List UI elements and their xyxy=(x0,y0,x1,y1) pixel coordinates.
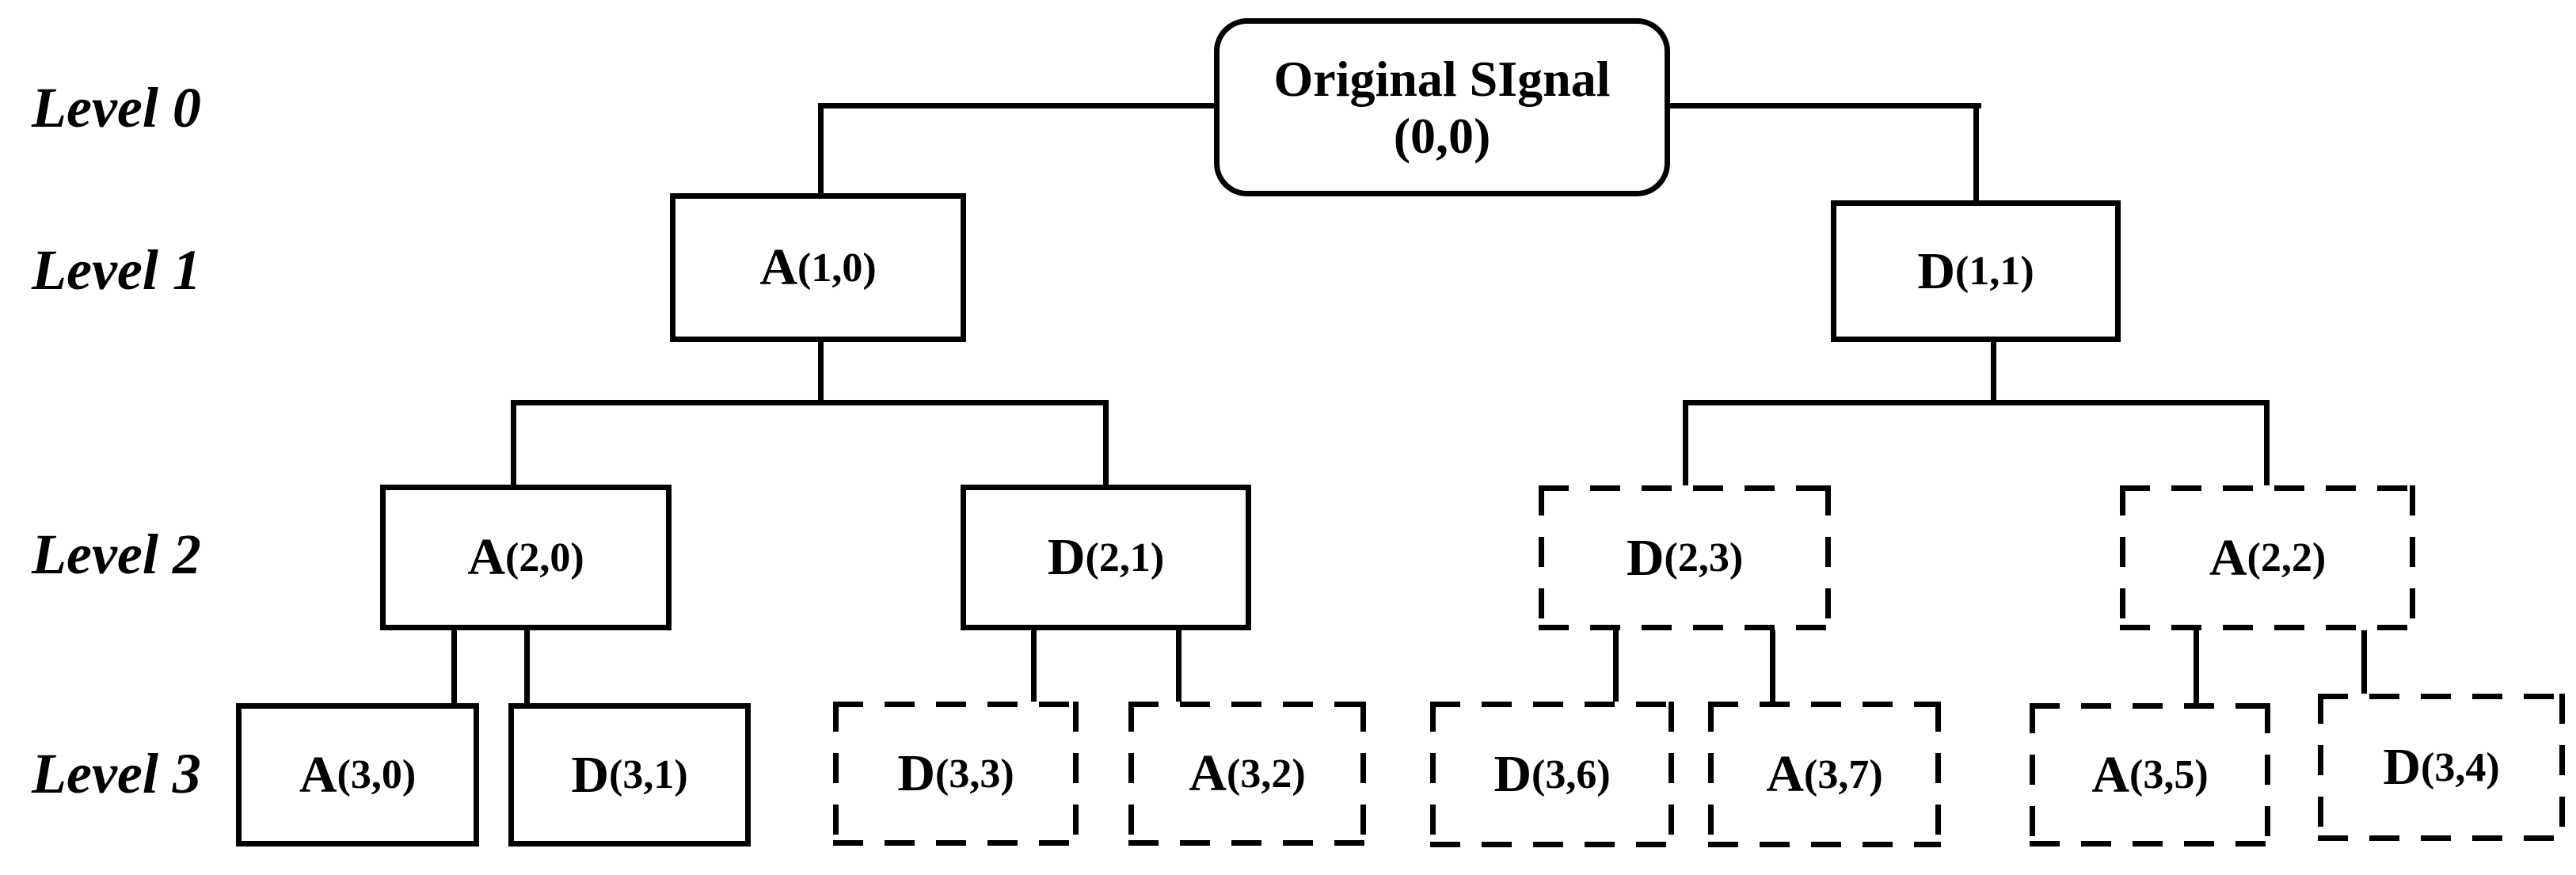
connector-root-to-a10 xyxy=(818,103,824,200)
connector-a20-to-a30 xyxy=(451,626,457,707)
connector-root-to-d11 xyxy=(1973,103,1979,202)
node-a-1-0: A(1,0) xyxy=(670,193,966,342)
node-d-3-3: D(3,3) xyxy=(833,702,1079,846)
connector-bus-to-a20 xyxy=(511,400,516,490)
node-d-3-6-letter: D xyxy=(1493,745,1532,803)
connector-d21-to-d33 xyxy=(1031,626,1037,706)
node-a-1-0-letter: A xyxy=(759,238,798,296)
node-a-3-7-suffix: (3,7) xyxy=(1804,751,1883,797)
level-2-label: Level 2 xyxy=(32,523,201,586)
node-original-signal-index: (0,0) xyxy=(1393,107,1491,164)
connector-d11-down xyxy=(1991,339,1996,405)
node-a-2-2: A(2,2) xyxy=(2120,485,2415,630)
node-a-1-0-suffix: (1,0) xyxy=(797,245,877,291)
node-a-3-5-suffix: (3,5) xyxy=(2129,752,2209,797)
connector-bus-to-d23 xyxy=(1683,400,1688,491)
node-d-3-3-suffix: (3,3) xyxy=(935,751,1014,797)
connector-d23-to-d36 xyxy=(1613,626,1619,706)
connector-root-left-horizontal xyxy=(821,103,1220,108)
node-a-3-7-letter: A xyxy=(1766,745,1805,803)
node-d-1-1-suffix: (1,1) xyxy=(1955,249,2034,294)
node-original-signal: Original SIgnal (0,0) xyxy=(1214,18,1670,196)
node-d-2-3-letter: D xyxy=(1626,528,1665,587)
connector-bus-to-d21 xyxy=(1103,400,1109,490)
node-a-3-0: A(3,0) xyxy=(236,703,479,846)
node-a-3-0-letter: A xyxy=(299,745,337,804)
connector-a20-to-d31 xyxy=(524,626,530,707)
connector-a10-down xyxy=(818,340,824,405)
connector-right-bus xyxy=(1683,400,2270,405)
node-d-1-1-letter: D xyxy=(1917,242,1956,300)
node-d-3-1-suffix: (3,1) xyxy=(609,752,688,797)
node-d-3-6: D(3,6) xyxy=(1430,702,1674,847)
level-0-label: Level 0 xyxy=(32,76,201,139)
node-d-3-3-letter: D xyxy=(897,744,936,802)
node-d-3-6-suffix: (3,6) xyxy=(1532,751,1611,797)
node-d-3-4-suffix: (3,4) xyxy=(2421,744,2500,790)
node-d-2-1: D(2,1) xyxy=(961,485,1251,630)
node-d-2-1-suffix: (2,1) xyxy=(1085,535,1165,580)
node-d-2-3-suffix: (2,3) xyxy=(1664,535,1744,580)
node-d-3-1: D(3,1) xyxy=(508,703,751,846)
node-d-3-1-letter: D xyxy=(571,745,610,804)
connector-a22-to-a35 xyxy=(2194,626,2199,707)
node-d-1-1: D(1,1) xyxy=(1831,200,2121,342)
connector-d21-to-a32 xyxy=(1176,626,1181,706)
node-a-3-2-suffix: (3,2) xyxy=(1227,751,1306,797)
node-d-2-1-letter: D xyxy=(1047,528,1086,586)
level-3-label: Level 3 xyxy=(32,742,201,805)
node-d-3-4: D(3,4) xyxy=(2318,694,2565,841)
node-a-3-7: A(3,7) xyxy=(1708,702,1941,847)
connector-d23-to-a37 xyxy=(1770,626,1775,706)
connector-left-bus xyxy=(511,400,1109,405)
node-a-2-0-suffix: (2,0) xyxy=(505,535,584,580)
connector-root-right-horizontal xyxy=(1665,103,1981,108)
level-1-label: Level 1 xyxy=(32,238,201,302)
node-a-2-0: A(2,0) xyxy=(380,485,672,630)
connector-bus-to-a22 xyxy=(2264,400,2270,491)
node-a-3-5-letter: A xyxy=(2091,745,2130,804)
node-d-3-4-letter: D xyxy=(2383,738,2422,796)
node-a-3-5: A(3,5) xyxy=(2030,703,2270,846)
node-a-3-0-suffix: (3,0) xyxy=(337,752,417,797)
connector-a22-to-d34 xyxy=(2361,626,2367,698)
node-original-signal-title: Original SIgnal xyxy=(1273,50,1611,107)
node-a-3-2: A(3,2) xyxy=(1128,702,1366,846)
node-a-2-0-letter: A xyxy=(467,528,506,586)
node-a-3-2-letter: A xyxy=(1189,744,1227,802)
node-d-2-3: D(2,3) xyxy=(1539,485,1831,630)
node-a-2-2-suffix: (2,2) xyxy=(2247,535,2327,580)
node-a-2-2-letter: A xyxy=(2209,528,2247,587)
